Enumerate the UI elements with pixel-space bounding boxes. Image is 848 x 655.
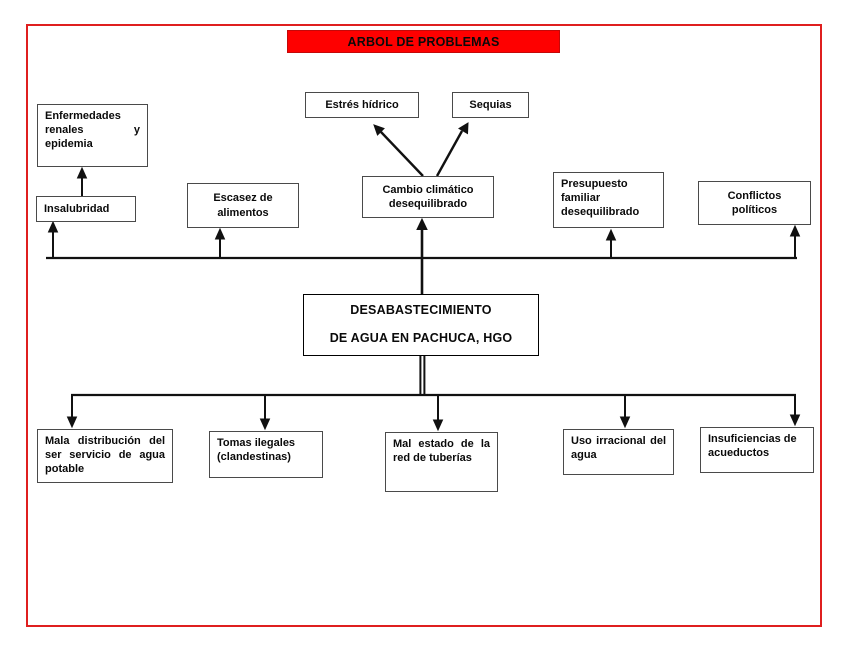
box-estres-hidrico: Estrés hídrico <box>305 92 419 118</box>
title-banner: ARBOL DE PROBLEMAS <box>287 30 560 53</box>
box-label: Escasez de alimentos <box>213 192 273 219</box>
box-cambio-climatico: Cambio climático desequilibrado <box>362 176 494 218</box>
box-insuficiencias-acueductos: Insuficiencias de acueductos <box>700 427 814 473</box>
box-escasez-alimentos: Escasez de alimentos <box>187 183 299 228</box>
box-label: Insalubridad <box>44 202 110 215</box>
box-label: Uso irracional del agua <box>571 435 666 462</box>
box-sequias: Sequias <box>452 92 529 118</box>
box-uso-irracional: Uso irracional del agua <box>563 429 674 475</box>
box-mala-distribucion: Mala distribución del ser servicio de ag… <box>37 429 173 483</box>
box-label: Mal estado de la red de tuberías <box>393 438 490 465</box>
box-conflictos-politicos: Conflictos políticos <box>698 181 811 225</box>
box-tomas-ilegales: Tomas ilegales (clandestinas) <box>209 431 323 478</box>
box-mal-estado-tuberias: Mal estado de la red de tuberías <box>385 432 498 492</box>
box-label: Cambio climático desequilibrado <box>382 183 474 210</box>
box-central-problem: DESABASTECIMIENTO DE AGUA EN PACHUCA, HG… <box>303 294 539 356</box>
box-label: Mala distribución del ser servicio de ag… <box>45 435 165 476</box>
box-label: Tomas ilegales (clandestinas) <box>217 437 296 464</box>
box-insalubridad: Insalubridad <box>36 196 136 222</box>
box-label: Sequias <box>469 98 512 111</box>
central-problem-line2: DE AGUA EN PACHUCA, HGO <box>329 331 513 345</box>
box-label: Enfermedades renales y epidemia <box>45 110 140 151</box>
box-label: Conflictos políticos <box>727 189 782 216</box>
box-enfermedades-renales: Enfermedades renales y epidemia <box>37 104 148 167</box>
box-label: Estrés hídrico <box>325 98 399 111</box>
box-label: Insuficiencias de acueductos <box>708 433 797 460</box>
box-label: Presupuesto familiar desequilibrado <box>561 178 640 219</box>
central-problem-line1: DESABASTECIMIENTO <box>350 303 492 317</box>
box-presupuesto-familiar: Presupuesto familiar desequilibrado <box>553 172 664 228</box>
title-text: ARBOL DE PROBLEMAS <box>347 34 500 49</box>
